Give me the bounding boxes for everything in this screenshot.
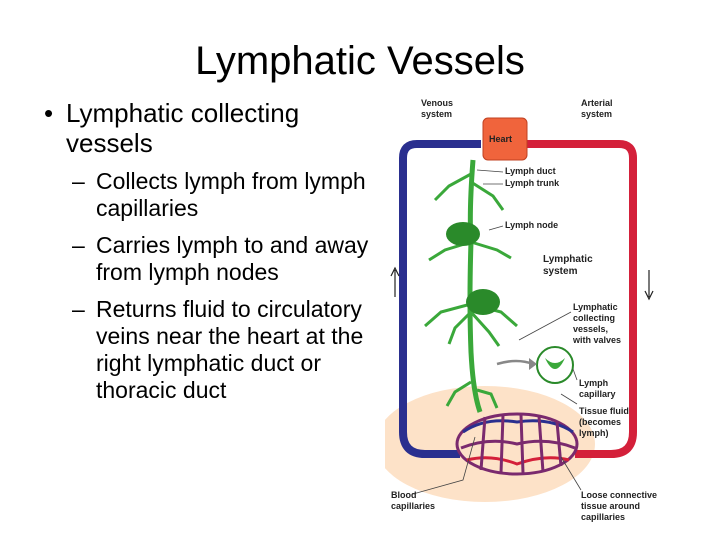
- collecting-vessels-label: Lymphatic collecting vessels, with valve…: [573, 302, 622, 345]
- venous-flow-arrow: [390, 266, 400, 297]
- sub-bullet-item: – Carries lymph to and away from lymph n…: [44, 232, 374, 286]
- venous-system-label: Venous system: [421, 98, 454, 119]
- sub-bullet-text: Returns fluid to circulatory veins near …: [96, 296, 364, 403]
- bullet-text: Lymphatic collecting vessels: [66, 98, 300, 158]
- sub-bullet-text: Carries lymph to and away from lymph nod…: [96, 232, 369, 285]
- bullet-list: • Lymphatic collecting vessels – Collect…: [44, 98, 374, 414]
- arterial-system-label: Arterial system: [581, 98, 613, 119]
- loose-tissue-label: Loose connective tissue around capillari…: [581, 490, 658, 522]
- lymph-trunk-label: Lymph trunk: [505, 178, 560, 188]
- valve-pointer-arrow: [496, 359, 534, 366]
- lymph-node-label: Lymph node: [505, 220, 559, 230]
- dash-marker: –: [72, 296, 85, 322]
- artery-vessel: [527, 140, 637, 458]
- sub-bullet-text: Collects lymph from lymph capillaries: [96, 168, 366, 221]
- dash-marker: –: [72, 168, 85, 194]
- heart-label: Heart: [489, 134, 513, 144]
- lymph-node: [446, 222, 480, 246]
- valve-shape: [545, 358, 565, 369]
- leader-lines: [412, 169, 582, 495]
- arterial-flow-arrow: [644, 270, 654, 301]
- sub-bullet-item: – Collects lymph from lymph capillaries: [44, 168, 374, 222]
- sub-bullet-item: – Returns fluid to circulatory veins nea…: [44, 296, 374, 404]
- dash-marker: –: [72, 232, 85, 258]
- lymph-duct: [467, 159, 483, 413]
- bullet-marker: •: [44, 98, 54, 128]
- lymphatic-diagram: Venous system Arterial system Heart Lymp…: [385, 92, 720, 532]
- lymph-capillary-label: Lymph capillary: [579, 378, 616, 399]
- bullet-item: • Lymphatic collecting vessels: [44, 98, 374, 158]
- tissue-fluid-label: Tissue fluid (becomes lymph): [579, 406, 629, 438]
- lymph-node: [466, 289, 500, 315]
- vein-vessel: [399, 140, 481, 458]
- blood-capillary-bed: [455, 412, 579, 476]
- connective-tissue: [385, 386, 595, 502]
- lymph-duct-label: Lymph duct: [505, 166, 556, 176]
- blood-capillaries-label: Blood capillaries: [391, 490, 436, 511]
- lymphatic-system-label: Lymphatic system: [543, 254, 593, 277]
- diagram-graphic: [385, 117, 654, 502]
- heart-shape: [482, 117, 528, 161]
- slide-title: Lymphatic Vessels: [195, 39, 525, 83]
- sub-bullet-list: – Collects lymph from lymph capillaries …: [44, 168, 374, 404]
